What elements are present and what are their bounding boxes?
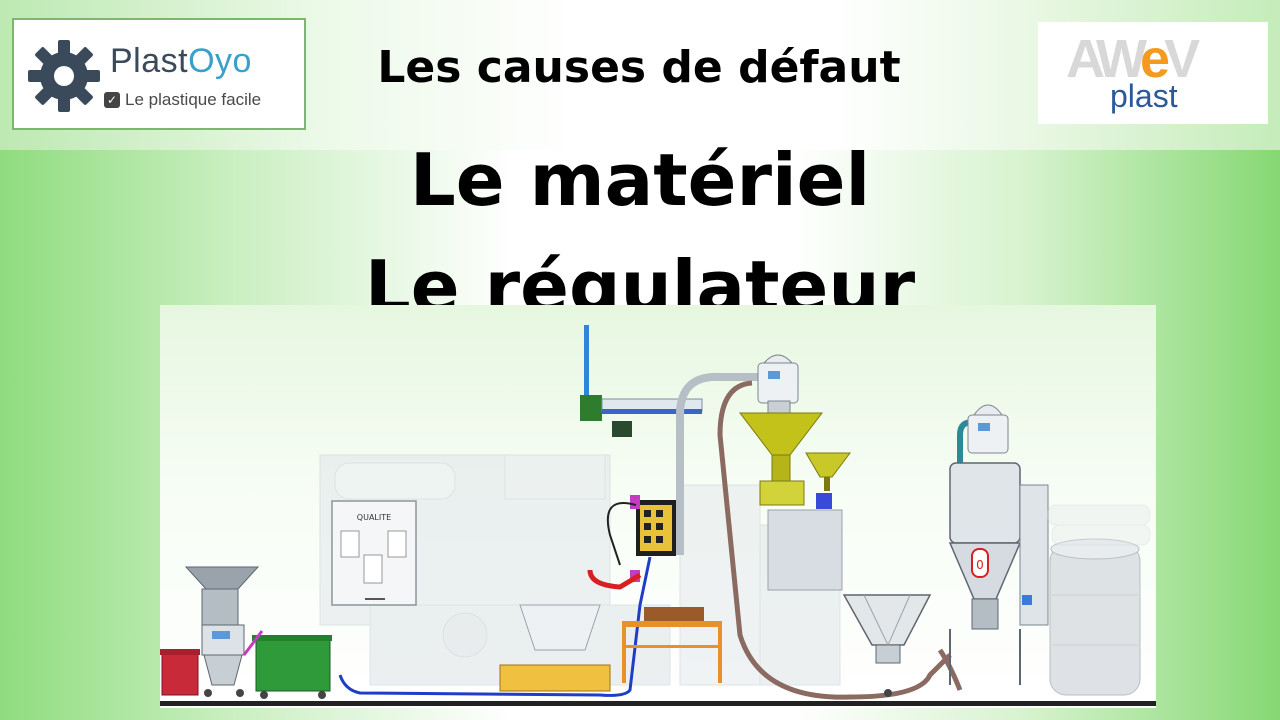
parts-tray <box>499 664 611 692</box>
loader-arm <box>580 395 703 437</box>
red-bin <box>160 649 200 696</box>
feed-throat <box>767 509 843 591</box>
quality-panel: QUALITE <box>331 500 417 606</box>
checkbox-icon: ✓ <box>104 92 120 108</box>
machine-drawing: QUALITE <box>160 325 1156 706</box>
plastoyo-logo: PlastOyo ✓ Le plastique facile <box>12 18 306 130</box>
steel-funnel <box>842 594 932 697</box>
hopper-dryer: 0 <box>948 404 1049 685</box>
yellow-hopper <box>738 412 851 509</box>
brand-oyo: Oyo <box>188 42 252 80</box>
green-container <box>242 630 332 699</box>
sack-stack <box>1047 504 1151 546</box>
temperature-controller <box>587 495 676 590</box>
drop-chute <box>519 604 601 651</box>
plastoyo-brand: PlastOyo <box>110 42 252 81</box>
vertical-feed-pipe <box>584 325 589 405</box>
vacuum-loader-1 <box>757 354 799 414</box>
awev-plast-logo: AWeV plast <box>1038 22 1268 124</box>
mark-aw: AW <box>1066 29 1146 89</box>
brand-plast: Plast <box>110 42 189 80</box>
gear-icon <box>28 40 100 112</box>
granulator <box>184 566 260 697</box>
grey-return-pipe <box>676 372 770 555</box>
heater-rack <box>622 607 722 683</box>
plastoyo-tagline: ✓ Le plastique facile <box>104 90 261 110</box>
tagline-text: Le plastique facile <box>125 90 262 109</box>
blue-cable <box>338 556 652 697</box>
quality-label: QUALITE <box>357 513 391 522</box>
material-hose <box>717 380 952 700</box>
material-barrel <box>1049 538 1141 696</box>
awev-word: plast <box>1110 78 1178 114</box>
subtitle-materiel: Le matériel <box>409 138 871 222</box>
dryer-indicator: 0 <box>976 558 984 572</box>
awev-mark: AWeV <box>1066 28 1200 90</box>
slide-title: Les causes de défaut <box>377 42 901 93</box>
floor-line <box>160 701 1156 706</box>
injection-line-illustration: QUALITE <box>160 305 1156 708</box>
